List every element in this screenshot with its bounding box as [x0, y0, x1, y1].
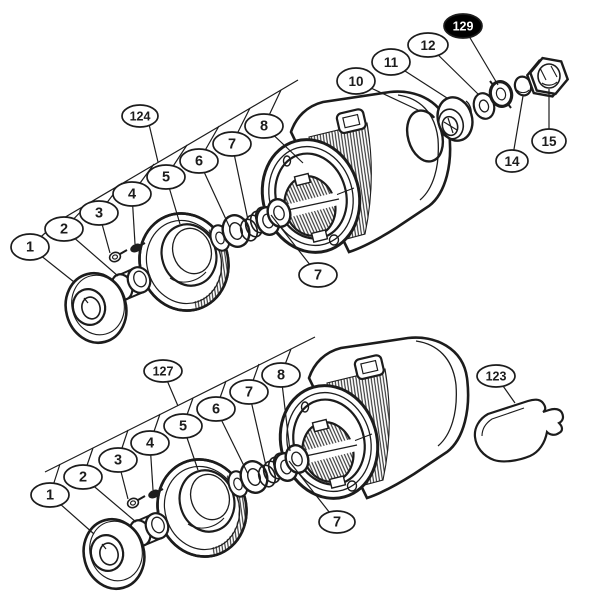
callout-bubble-u8: [244, 113, 284, 139]
callout-label-u15: 15: [541, 134, 557, 149]
callout-label-l7: 7: [245, 385, 253, 401]
callout-bubble-l7: [229, 379, 269, 405]
callout-bubble-l3: [98, 447, 138, 473]
callout-bubble-u6: [179, 148, 219, 174]
callout-u12: 12: [407, 32, 449, 58]
callout-label-u6: 6: [195, 154, 203, 170]
callout-bubble-l7b: [318, 510, 356, 534]
fan-line-lower-25: [44, 336, 316, 473]
callout-bubble-u7b: [298, 262, 338, 288]
callout-label-l5: 5: [179, 419, 187, 435]
callout-bubble-l5: [163, 413, 203, 439]
callout-u4: 4: [112, 181, 152, 207]
callout-l127: 127: [143, 359, 183, 383]
callout-bubble-u129: [443, 13, 483, 39]
callout-bubble-l6: [196, 396, 236, 422]
callout-label-u7: 7: [228, 137, 236, 153]
part-cover-plate-123: [473, 398, 565, 463]
callout-u124: 124: [121, 104, 159, 128]
callout-l3: 3: [98, 447, 138, 473]
stub-line-lower-26: [165, 377, 179, 407]
callout-label-u8: 8: [260, 119, 268, 135]
callout-label-u3: 3: [95, 206, 103, 222]
callout-bubble-l127: [143, 359, 183, 383]
callout-bubble-u2: [44, 216, 84, 242]
callout-u129: 129: [443, 13, 483, 39]
stub-line-upper-1: [147, 119, 159, 163]
callout-label-l1: 1: [46, 488, 54, 504]
callout-label-u14: 14: [504, 154, 520, 169]
callout-l1: 1: [30, 482, 70, 508]
callout-l7b: 7: [318, 510, 356, 534]
callout-u7b: 7: [298, 262, 338, 288]
callout-u5: 5: [146, 164, 186, 190]
callout-l6: 6: [196, 396, 236, 422]
callout-bubble-u14: [495, 149, 529, 173]
callout-u7: 7: [212, 131, 252, 157]
callout-label-l7b: 7: [333, 515, 341, 531]
callout-bubble-u3: [79, 200, 119, 226]
part-hex-nut-15: [525, 56, 570, 98]
callout-bubble-u1: [10, 233, 50, 261]
callout-label-l123: 123: [486, 370, 507, 384]
callout-label-u10: 10: [348, 74, 363, 89]
callout-label-l3: 3: [114, 453, 122, 469]
callout-l7: 7: [229, 379, 269, 405]
callout-bubble-l1: [30, 482, 70, 508]
part-drag-knob-unit: [436, 96, 474, 142]
part-bushing-14: [513, 75, 533, 97]
callout-l4: 4: [130, 430, 170, 456]
callout-bubble-u124: [121, 104, 159, 128]
callout-label-u12: 12: [420, 38, 435, 53]
part-eared-washer-129: [488, 80, 514, 109]
callout-u11: 11: [371, 48, 411, 76]
callout-bubble-l123: [476, 364, 516, 388]
callout-bubble-u15: [531, 128, 567, 154]
callout-bubble-u11: [371, 48, 411, 76]
callout-label-l127: 127: [153, 365, 174, 379]
callout-bubble-u7: [212, 131, 252, 157]
callout-bubble-u4: [112, 181, 152, 207]
callout-l123: 123: [476, 364, 516, 388]
callout-u10: 10: [336, 67, 376, 95]
callout-label-l4: 4: [146, 436, 154, 452]
callout-label-l8: 8: [277, 368, 285, 384]
callout-u14: 14: [495, 149, 529, 173]
callout-bubble-u10: [336, 67, 376, 95]
callout-label-u5: 5: [162, 170, 170, 186]
callout-l5: 5: [163, 413, 203, 439]
callout-u8: 8: [244, 113, 284, 139]
callout-bubble-l4: [130, 430, 170, 456]
callout-label-u2: 2: [60, 222, 68, 238]
callout-label-u4: 4: [128, 187, 136, 203]
callout-u6: 6: [179, 148, 219, 174]
callout-u2: 2: [44, 216, 84, 242]
callout-bubble-l2: [63, 464, 103, 490]
callout-label-u1: 1: [26, 240, 34, 256]
callout-label-u129: 129: [453, 20, 474, 34]
callout-label-l6: 6: [212, 402, 220, 418]
callout-label-u11: 11: [384, 55, 399, 70]
callout-bubble-l8: [261, 362, 301, 388]
callout-u1: 1: [10, 233, 50, 261]
callout-label-u7b: 7: [314, 268, 322, 284]
callout-label-u124: 124: [130, 110, 151, 124]
upper-accessory-chain: [405, 56, 570, 163]
callout-bubble-u5: [146, 164, 186, 190]
callout-u3: 3: [79, 200, 119, 226]
callout-l2: 2: [63, 464, 103, 490]
callout-bubble-u12: [407, 32, 449, 58]
callout-label-l2: 2: [79, 470, 87, 486]
callout-l8: 8: [261, 362, 301, 388]
callout-u15: 15: [531, 128, 567, 154]
